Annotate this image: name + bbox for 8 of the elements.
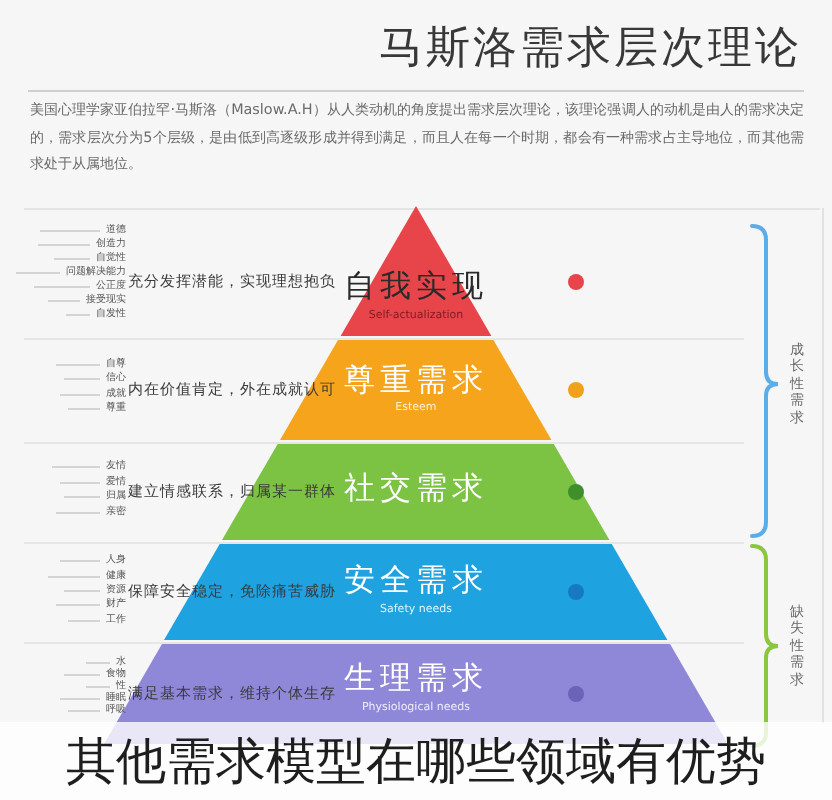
tier-title: 社交需求 bbox=[343, 472, 488, 504]
tier-title: 安全需求 bbox=[343, 564, 488, 596]
pyramid-tier bbox=[222, 444, 610, 540]
caption: 其他需求模型在哪些领域有优势 bbox=[66, 734, 766, 790]
tier-title: 尊重需求 bbox=[343, 364, 488, 396]
title: 马斯洛需求层次理论 bbox=[379, 24, 802, 76]
pyramid-tier bbox=[338, 206, 494, 336]
tier-title: 生理需求 bbox=[343, 662, 488, 694]
